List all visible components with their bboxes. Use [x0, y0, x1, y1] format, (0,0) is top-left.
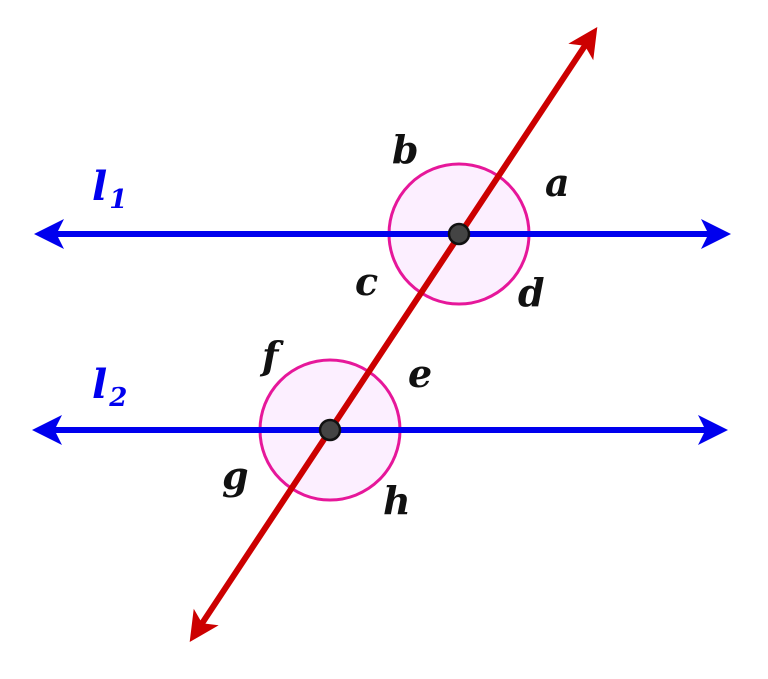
- angle-label-a: a: [545, 160, 570, 205]
- angle-label-h: h: [383, 478, 411, 523]
- intersection-point-lower: [318, 418, 342, 442]
- intersection-point-upper: [447, 222, 471, 246]
- angle-label-g: g: [222, 453, 249, 498]
- angle-label-d: d: [518, 270, 545, 315]
- transversal-line: [189, 26, 598, 643]
- line-label-l2: l2: [92, 361, 127, 413]
- angle-label-e: e: [408, 351, 432, 396]
- angle-label-f: f: [259, 333, 284, 378]
- line-label-l1: l1: [92, 163, 127, 215]
- angle-label-b: b: [392, 127, 419, 172]
- angle-label-c: c: [355, 259, 378, 304]
